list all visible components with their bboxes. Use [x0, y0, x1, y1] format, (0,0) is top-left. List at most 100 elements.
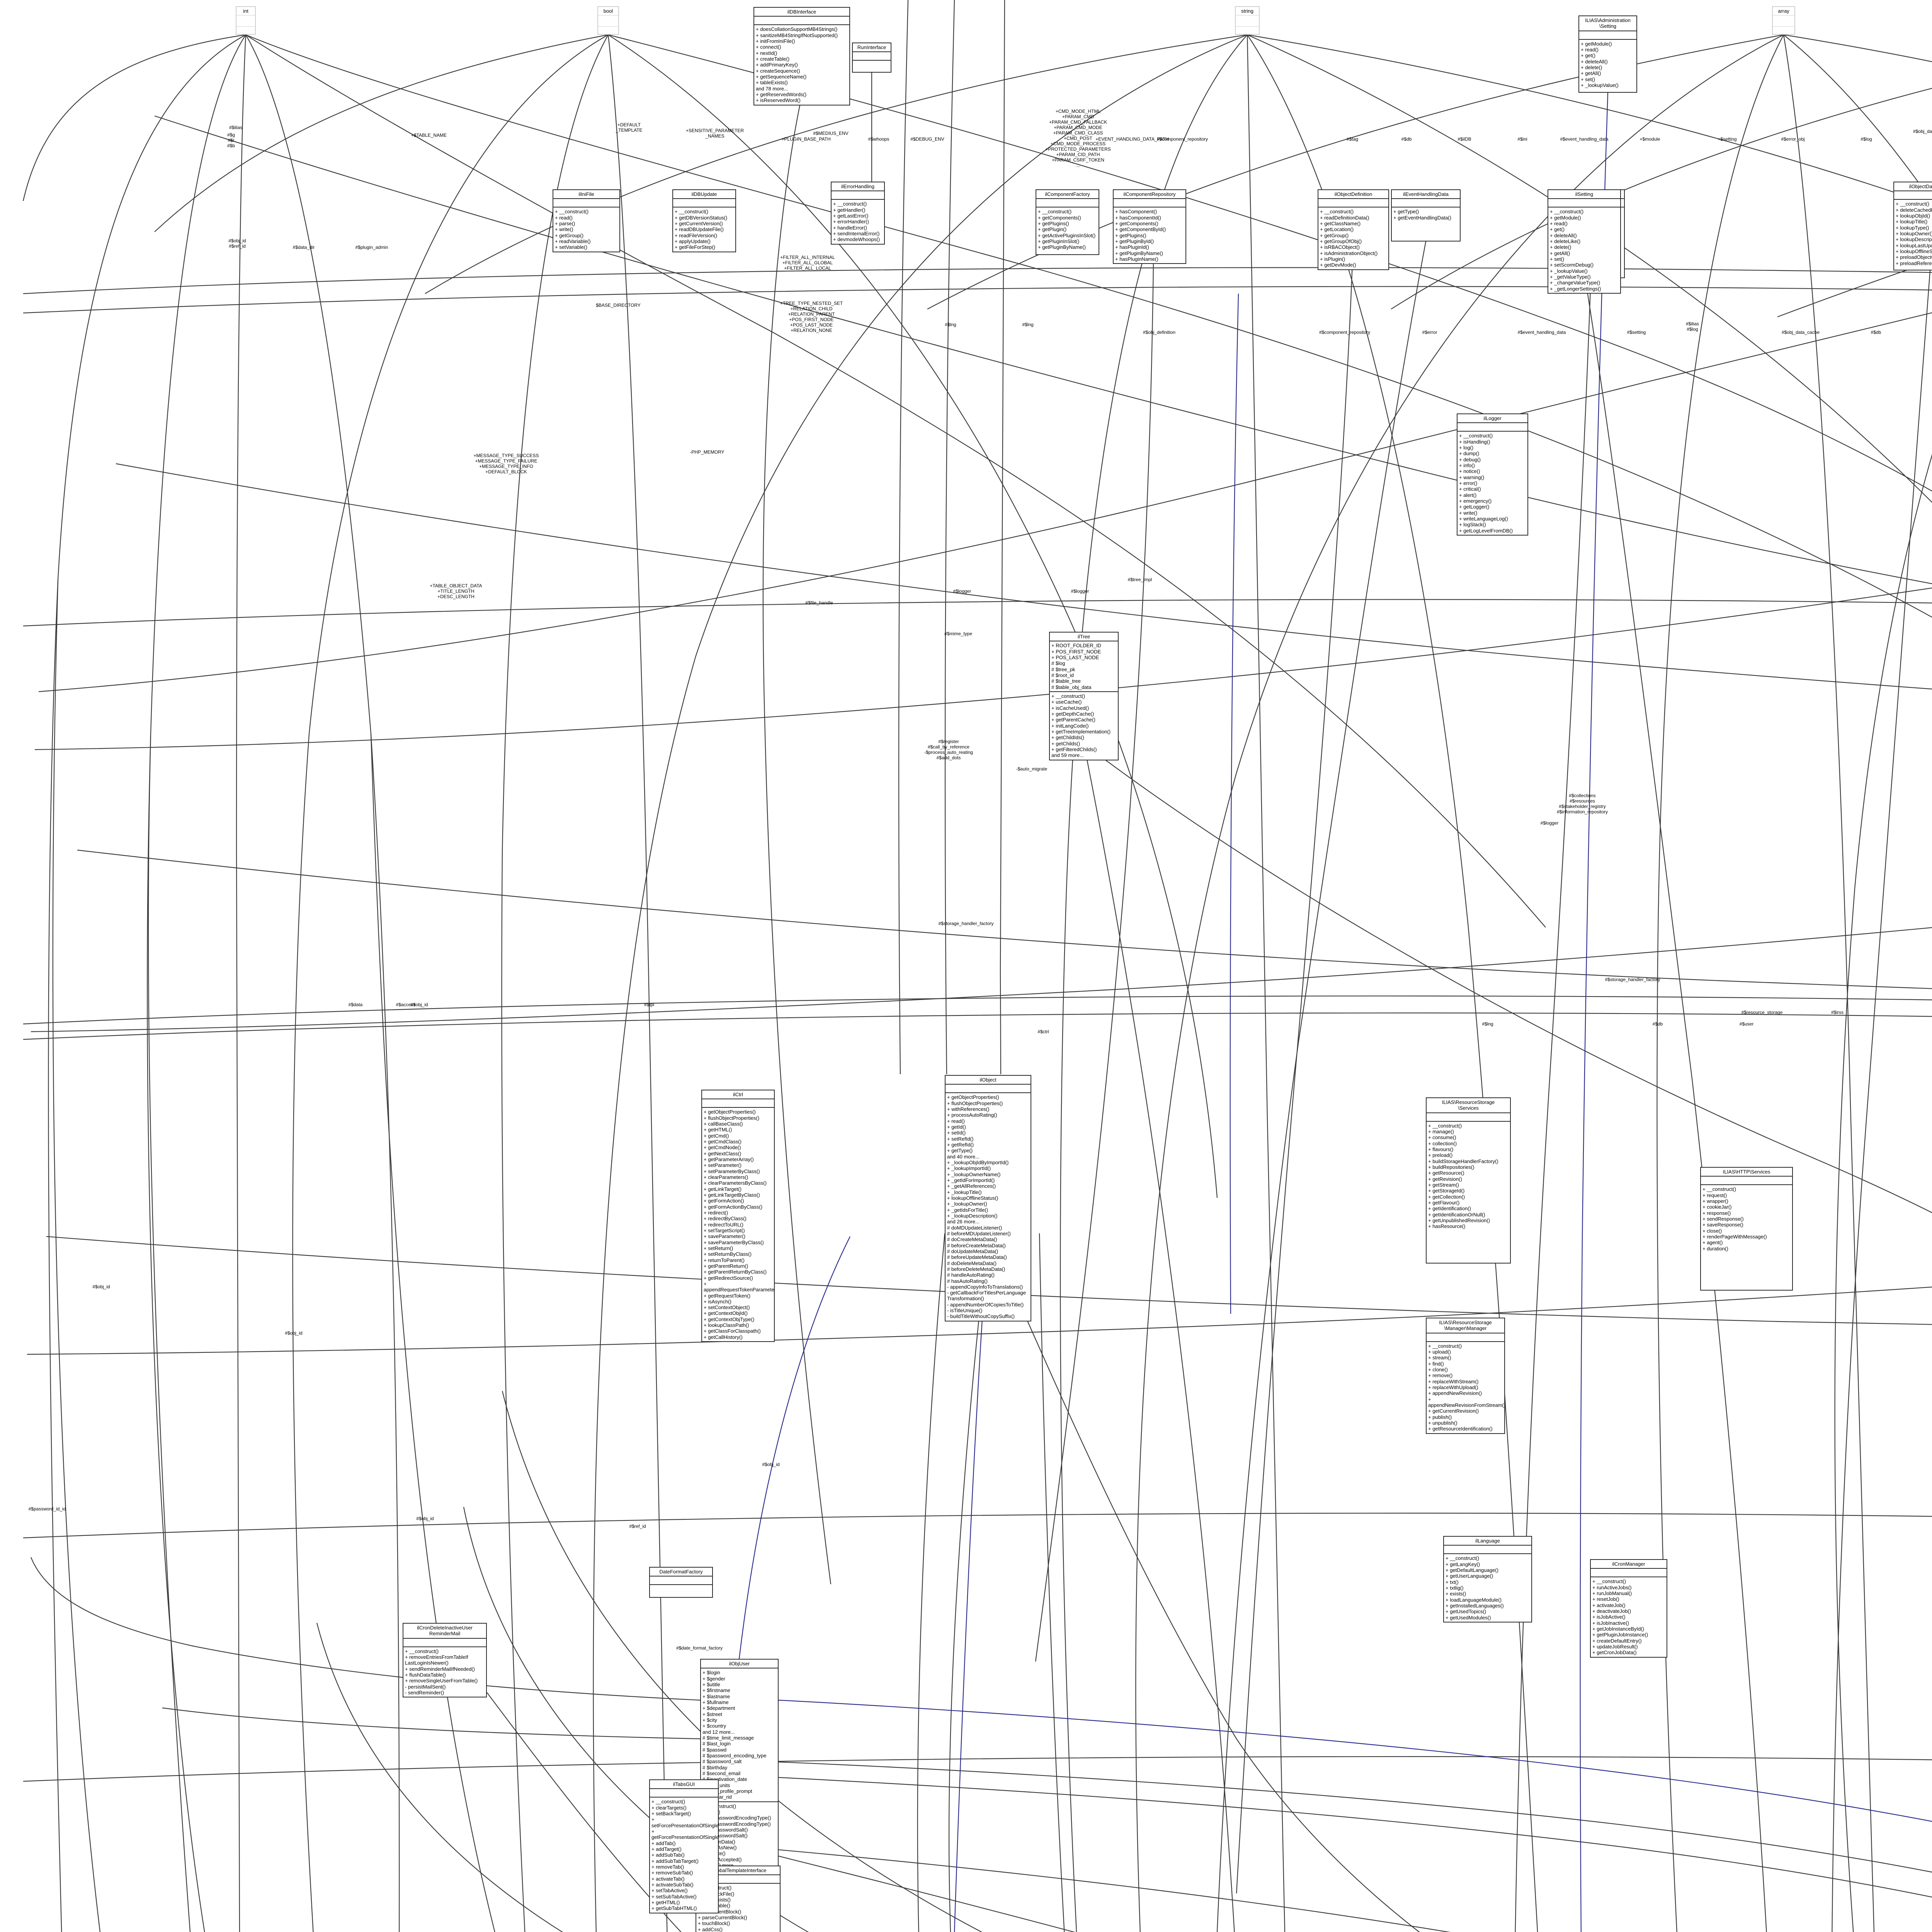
- class-node-attributes: [673, 199, 735, 208]
- class-node-attributes: [1318, 199, 1388, 208]
- edge-label: +CMD_MODE_HTML +PARAM_CMD +PARAM_CMD_FAL…: [1045, 109, 1111, 168]
- class-node[interactable]: ilObject + getObjectProperties() + flushO…: [945, 1075, 1031, 1321]
- class-node-attributes: [1591, 1569, 1667, 1578]
- edge-label: #$logger: [953, 588, 971, 594]
- type-node-operations: [598, 27, 618, 34]
- class-node-operations: + __construct() + deleteCachedEntry() + …: [1896, 201, 1932, 266]
- class-node-name: ilObject: [946, 1076, 1031, 1085]
- class-node-operations: + getModule() + read() + get() + deleteA…: [1581, 41, 1619, 88]
- class-node-operations: + __construct() + getModule() + read() +…: [1550, 209, 1601, 292]
- class-node[interactable]: ilLogger + __construct() + isHandling() +…: [1457, 413, 1528, 536]
- edge-label: +PLUGIN_BASE_PATH: [781, 136, 831, 142]
- class-node-operations: + hasComponent() + hasComponentId() + ge…: [1115, 209, 1166, 262]
- type-node-array[interactable]: array: [1772, 6, 1795, 35]
- class-node[interactable]: ilComponentRepository+ hasComponent() + …: [1113, 189, 1186, 264]
- class-node[interactable]: ILIAS\HTTP\Services+ __construct() + req…: [1700, 1167, 1793, 1291]
- edge-label: #$access: [396, 1002, 416, 1007]
- class-node-operations: + __construct() + getDBVersionStatus() +…: [675, 209, 728, 250]
- edge-label: #$component_repository: [1156, 136, 1208, 142]
- edge-label: #$ini: [1517, 136, 1527, 142]
- edge-label: #$setting: [1627, 330, 1646, 335]
- type-node-attributes: [1773, 15, 1794, 27]
- class-node[interactable]: DateFormatFactory: [649, 1567, 713, 1598]
- class-node-attributes: [946, 1085, 1031, 1094]
- class-node-operations: + getObjectProperties() + flushObjectPro…: [947, 1094, 1026, 1320]
- class-node-attributes: [1894, 191, 1932, 200]
- edge-label: #$db: [1401, 136, 1412, 142]
- edge-label: +$module: [1639, 136, 1660, 142]
- type-node-operations: [1236, 27, 1259, 34]
- type-node-attributes: [236, 15, 255, 27]
- type-node-name: string: [1236, 7, 1259, 16]
- class-node-name: ilCronManager: [1591, 1560, 1667, 1569]
- edge-label: #$tpl: [644, 1002, 655, 1007]
- class-node-name: ILIAS\Administration \Setting: [1579, 16, 1636, 31]
- type-node-attributes: [1236, 15, 1259, 27]
- class-node-name: RunInterface: [853, 43, 891, 53]
- edge-label: +$TABLE_NAME: [411, 133, 447, 138]
- class-node-name: ilGlobalTemplateInterface: [696, 1866, 780, 1876]
- type-node-name: bool: [598, 7, 618, 16]
- class-node[interactable]: ilCronDeleteInactiveUser ReminderMail+ _…: [403, 1623, 487, 1698]
- class-node-operations: + __construct() + getLangKey() + getDefa…: [1446, 1555, 1504, 1621]
- edge-label: #$ref_id: [629, 1524, 646, 1529]
- class-node[interactable]: ilObjectDataCache+ __construct() + delet…: [1893, 182, 1932, 270]
- class-node[interactable]: ilObjectDefinition+ __construct() + read…: [1318, 189, 1389, 270]
- class-node[interactable]: ilTabsGUI+ __construct() + clearTargets(…: [649, 1779, 719, 1913]
- class-node-operations: [853, 61, 891, 67]
- edge-label: #$logger: [1540, 820, 1559, 826]
- class-node[interactable]: ILIAS\Administration \Setting + getModule…: [1578, 15, 1637, 93]
- class-node[interactable]: ilCronManager + __construct() + runActive…: [1590, 1559, 1667, 1658]
- class-node[interactable]: ilErrorHandling+ __construct() + getHand…: [831, 182, 885, 245]
- class-node[interactable]: RunInterface: [852, 43, 891, 73]
- class-node-attributes: + ROOT_FOLDER_ID + POS_FIRST_NODE + POS_…: [1050, 641, 1118, 692]
- class-node-name: ilLanguage: [1444, 1537, 1531, 1546]
- edge-label: #$resource_storage: [1741, 1010, 1783, 1015]
- class-node[interactable]: ilCtrl+ getObjectProperties() + flushObj…: [701, 1090, 775, 1342]
- class-node[interactable]: ilDBUpdate+ __construct() + getDBVersion…: [672, 189, 736, 252]
- edge-label: #$component_repository: [1319, 330, 1371, 335]
- class-node-attributes: [1444, 1546, 1531, 1554]
- edge-label: #$ilias #$log: [1685, 321, 1699, 332]
- class-node[interactable]: ilDBInterface+ doesCollationSupportMB4St…: [753, 7, 850, 105]
- class-node-attributes: [1036, 199, 1099, 208]
- edge-label: #$register #$call_by_reference -$process…: [924, 739, 973, 760]
- class-node-attributes: [696, 1875, 780, 1884]
- class-node-operations: + __construct() + runActiveJobs() + runJ…: [1592, 1578, 1648, 1656]
- class-node[interactable]: ilLanguage + __construct() + getLangKey()…: [1443, 1536, 1532, 1622]
- class-node[interactable]: ILIAS\ResourceStorage \Manager\Manager+ …: [1426, 1318, 1505, 1434]
- class-node-operations: + __construct() + removeEntriesFromTable…: [405, 1648, 478, 1696]
- edge-label: #$error_obj: [1781, 136, 1805, 142]
- class-node-attributes: [832, 191, 884, 200]
- class-node-name: ilComponentFactory: [1036, 190, 1099, 199]
- class-node-attributes: [1427, 1113, 1510, 1122]
- edge-label: #$tag: [1346, 136, 1359, 142]
- type-node-string[interactable]: string: [1235, 6, 1260, 35]
- type-node-bool[interactable]: bool: [597, 6, 619, 35]
- edge-label: +FILTER_ALL_INTERNAL +FILTER_ALL_GLOBAL …: [780, 255, 835, 271]
- class-node[interactable]: ilIniFile+ __construct() + read() + pars…: [553, 189, 620, 252]
- edge-label: #$obj_id: [416, 1516, 434, 1521]
- class-node[interactable]: ilSetting+ __construct() + getModule() +…: [1548, 189, 1621, 294]
- edge-label: #$obj_data_cache: [1913, 129, 1932, 134]
- class-node-name: ilLogger: [1458, 414, 1527, 423]
- edge-label: #$obj_id: [410, 1002, 428, 1007]
- class-node[interactable]: ilTree+ ROOT_FOLDER_ID + POS_FIRST_NODE …: [1049, 632, 1119, 760]
- class-node-operations: + __construct() + upload() + stream() + …: [1428, 1343, 1505, 1432]
- edge-label: #$log: [1861, 136, 1872, 142]
- class-node[interactable]: ILIAS\ResourceStorage \Services+ __const…: [1426, 1097, 1511, 1264]
- type-node-int[interactable]: int: [236, 6, 256, 35]
- class-node[interactable]: ilEventHandlingData+ getType() + getEven…: [1391, 189, 1461, 242]
- class-node-name: ilDBInterface: [754, 8, 849, 17]
- class-node-attributes: [1701, 1177, 1792, 1185]
- edge-label: #$ilDB: [1458, 136, 1471, 142]
- edge-label: #$plugin_admin: [355, 245, 388, 250]
- class-node-operations: + __construct() + isHandling() + log() +…: [1459, 433, 1513, 534]
- class-node[interactable]: ilComponentFactory + __construct() + getC…: [1036, 189, 1099, 255]
- class-node-operations: + __construct() + manage() + consume() +…: [1428, 1122, 1498, 1230]
- class-node-name: ilObjectDefinition: [1318, 190, 1388, 199]
- edge-label: #$ctrl: [1037, 1029, 1049, 1034]
- class-node-attributes: [754, 17, 849, 26]
- edge-label: #$storage_handler_factory: [938, 921, 994, 926]
- class-node-operations: + __construct() + getComponents() + getP…: [1038, 209, 1096, 250]
